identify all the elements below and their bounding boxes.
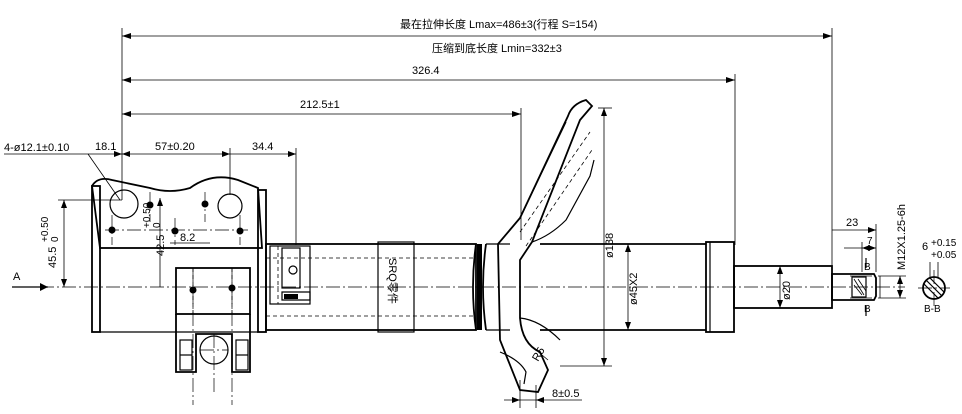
dim-57-text: 57±0.20 [155, 141, 195, 153]
dim-holes: 4-ø12.1±0.10 [4, 142, 121, 201]
dim-thread-text: M12X1.25-6h [896, 204, 908, 270]
section-marks: B B [864, 258, 871, 316]
dim-42-5-tol-bot: 0 [152, 222, 163, 228]
body-mark-text: SRQ零件 [386, 258, 399, 304]
view-label-a: A [13, 271, 21, 283]
dim-6-tol-bot: +0.05 [931, 250, 957, 261]
dim-45-5-text: 45.5 [47, 247, 59, 268]
dim-8-text: 8±0.5 [552, 388, 579, 400]
dim-138-text: ø138 [604, 233, 616, 258]
dim-holes-text: 4-ø12.1±0.10 [4, 142, 69, 154]
dim-18: 18.1 [88, 141, 122, 157]
mounting-bracket [91, 176, 267, 405]
dim-7-text: 7 [867, 236, 873, 247]
section-label-b-top: B [864, 262, 871, 273]
view-arrow-a: A [12, 271, 48, 291]
dim-42-5: 42.5 +0.50 0 [142, 198, 167, 287]
section-bb-view: 6 +0.15 +0.05 B-B [918, 238, 957, 315]
spring-seat: R5 [497, 98, 595, 393]
section-bb-label: B-B [924, 304, 941, 315]
dim-8: 8±0.5 [504, 380, 582, 408]
dim-42-5-text: 42.5 [155, 235, 167, 256]
dim-thread: M12X1.25-6h [878, 204, 908, 299]
hose-bracket [269, 245, 311, 305]
dim-18-text: 18.1 [95, 141, 116, 153]
upper-tube [540, 241, 735, 333]
dim-42-5-tol-top: +0.50 [142, 202, 153, 228]
dim-7: 7 [844, 236, 876, 272]
dim-212: 212.5±1 [122, 99, 521, 117]
dim-138: ø138 [560, 107, 616, 367]
dim-57: 57±0.20 [122, 141, 230, 157]
dim-23-text: 23 [846, 217, 858, 229]
dim-20-text: ø20 [781, 281, 793, 300]
dim-6-tol-top: +0.15 [931, 238, 957, 249]
dim-45-5-tol-bot: 0 [50, 236, 61, 242]
section-label-b-bottom: B [864, 304, 871, 315]
dim-45-5-tol-top: +0.50 [40, 216, 51, 242]
dim-8-2-text: 8.2 [180, 232, 195, 244]
dim-6-text: 6 [922, 241, 928, 253]
dim-212-text: 212.5±1 [300, 99, 340, 111]
threaded-end [831, 273, 881, 301]
dim-34: 34.4 [230, 141, 296, 157]
shock-body: SRQ零件 [265, 241, 510, 333]
dim-lmax-text: 最在拉伸长度 Lmax=486±3(行程 S=154) [400, 17, 597, 31]
dim-326: 326.4 [122, 65, 735, 83]
dim-34-text: 34.4 [252, 141, 273, 153]
dim-326-text: 326.4 [412, 65, 440, 77]
dim-45-5: 45.5 +0.50 0 [40, 199, 122, 287]
dim-45x2-text: ø45X2 [628, 273, 640, 305]
dim-45x2: ø45X2 [625, 244, 640, 330]
dim-23: 23 [832, 217, 877, 272]
dim-lmax: 最在拉伸长度 Lmax=486±3(行程 S=154) [122, 17, 832, 39]
dim-lmin-text: 压缩到底长度 Lmin=332±3 [432, 41, 562, 55]
